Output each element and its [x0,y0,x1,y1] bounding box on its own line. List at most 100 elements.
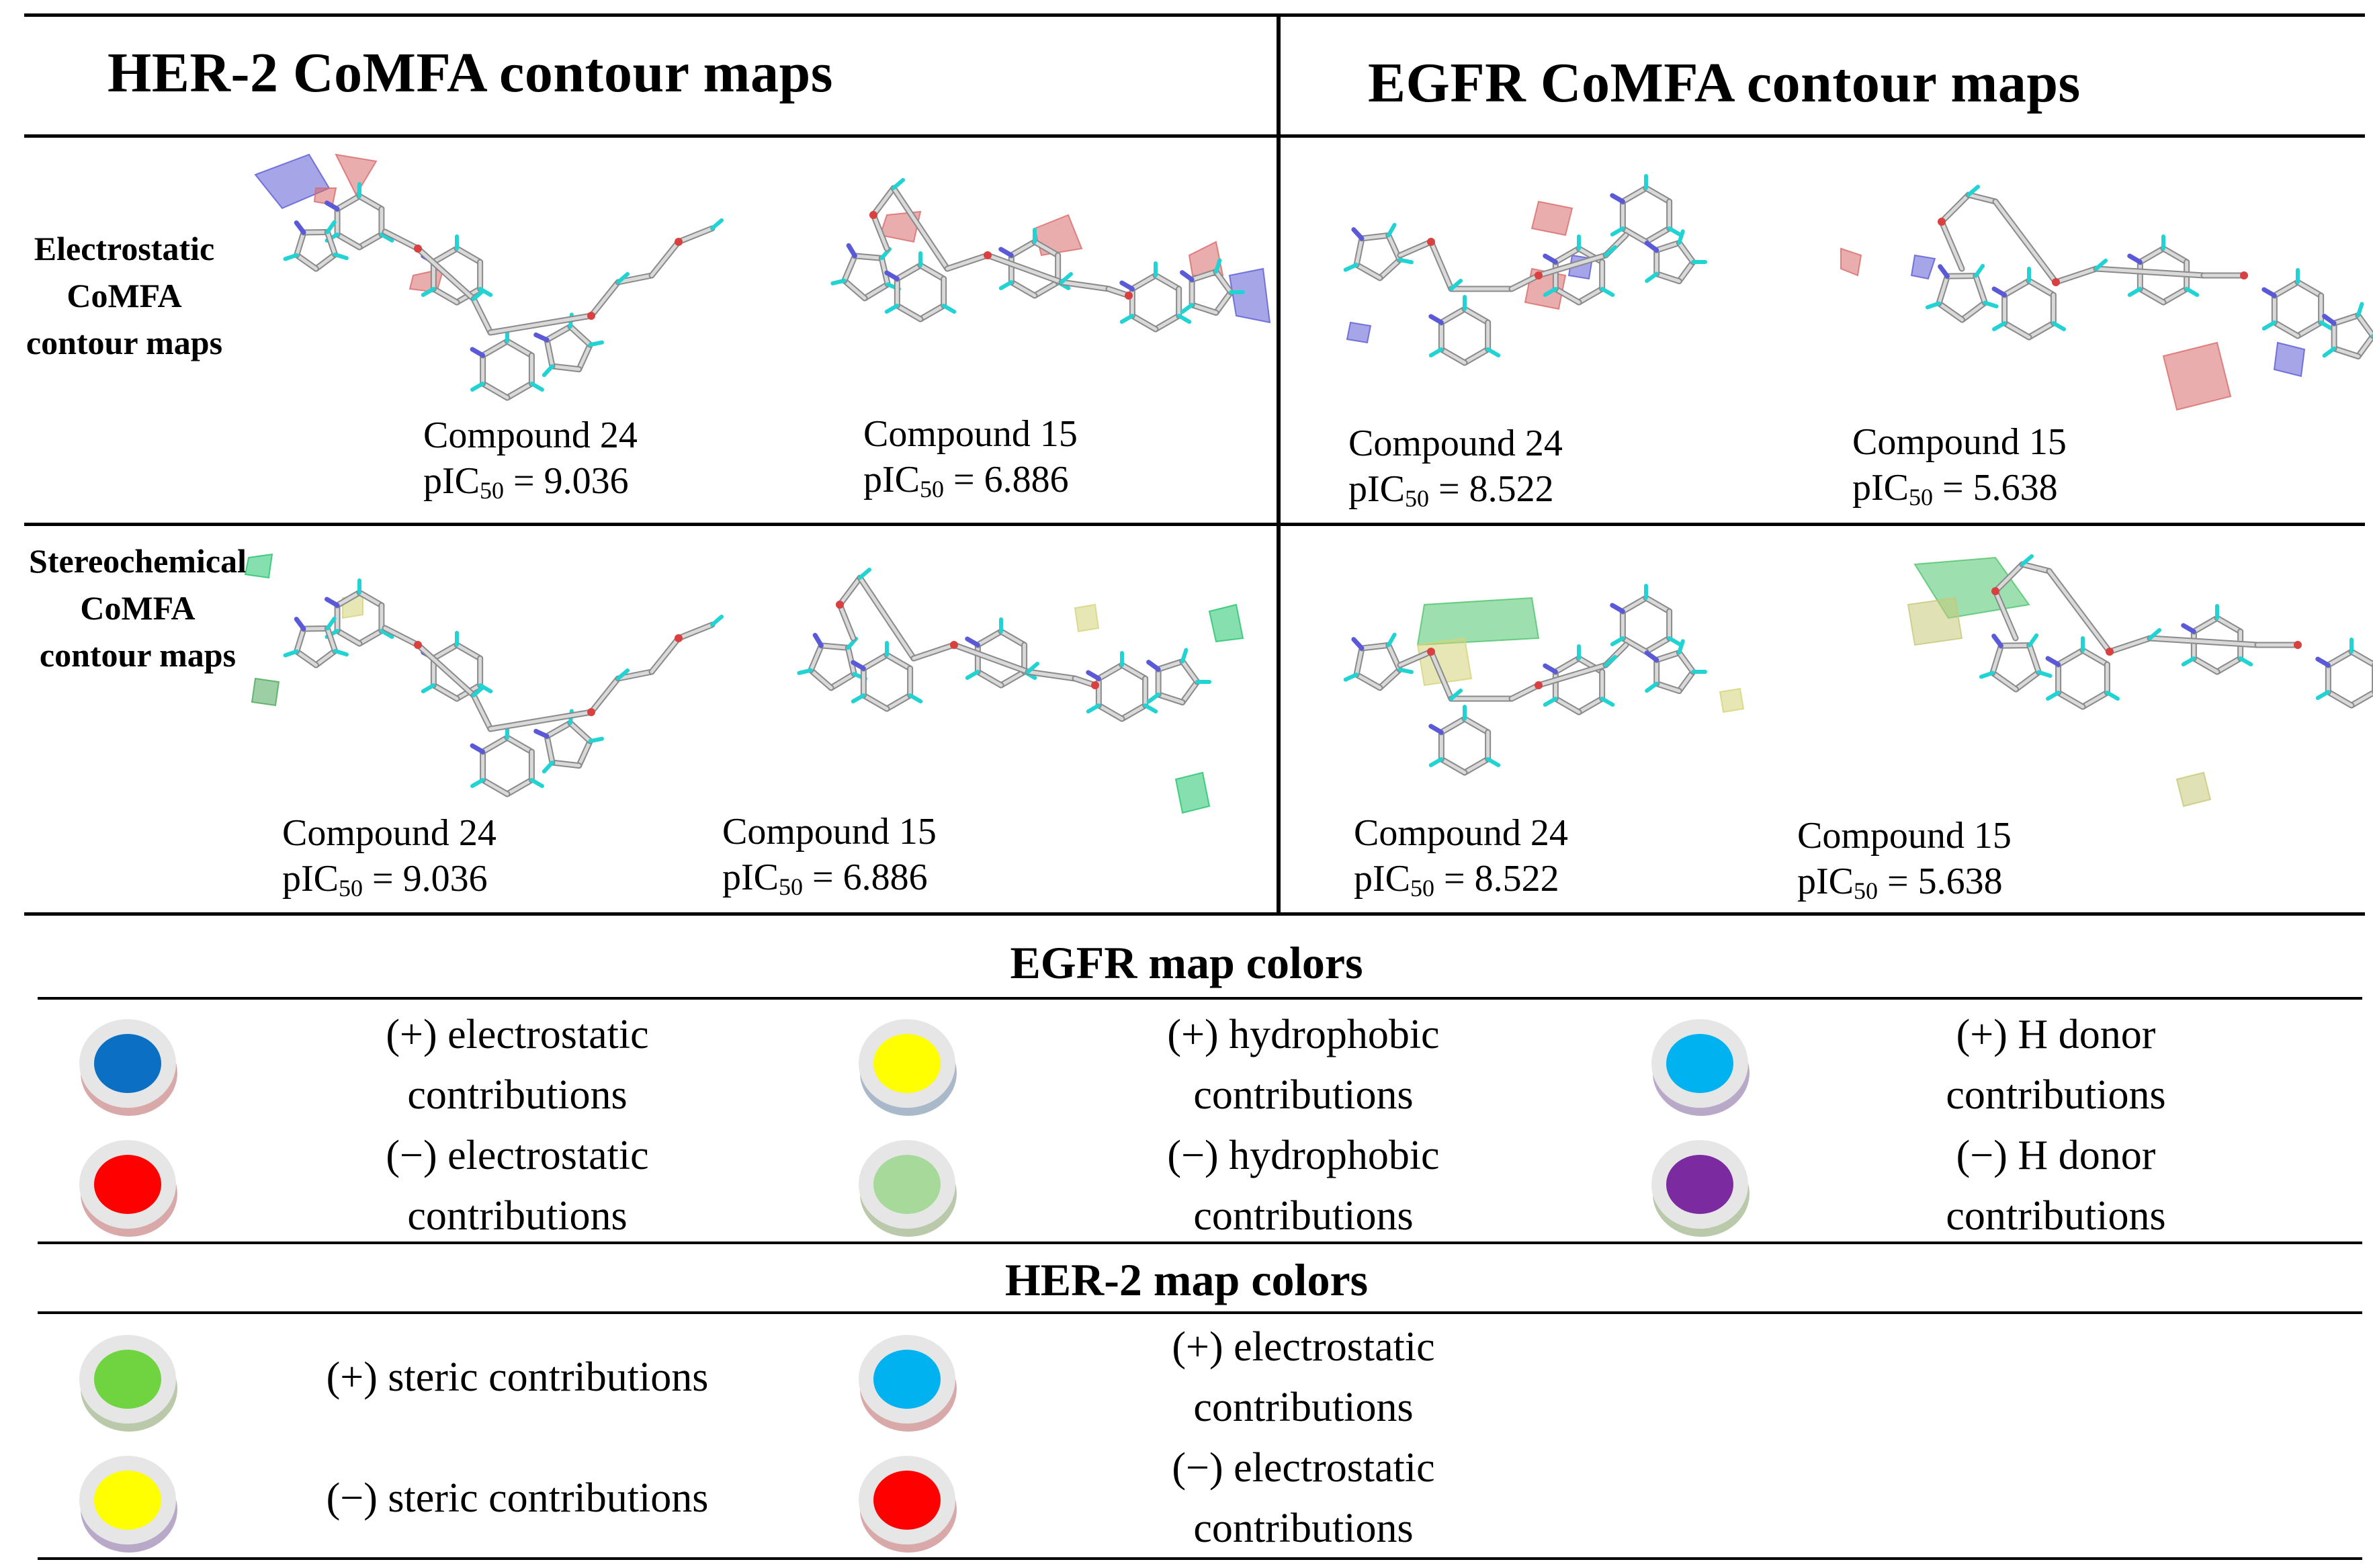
bond [858,576,916,660]
oxygen-atom [675,634,683,642]
bond [1940,220,1964,271]
bond [335,629,361,646]
bond [2192,616,2219,634]
contour-region [2175,771,2212,808]
bond [945,253,990,271]
pic50-value: 6.886 [984,459,1069,500]
bond [2349,691,2373,707]
hydrogen-bond [1026,662,1039,674]
hydrogen-bond [283,253,299,261]
hydrogen-bond [1180,648,1189,664]
bond [1130,314,1158,331]
swatch-disc [873,1034,941,1093]
bond [846,646,856,676]
contour-region [2162,341,2232,411]
bond [481,339,509,357]
bond [838,603,855,640]
bond [325,230,337,257]
panel-bottom-rule [24,912,2365,916]
molecule-her2-elec-c15 [830,178,1271,333]
swatch-disc [94,1471,161,1530]
hydrogen-bond [1146,692,1161,704]
caption-her2-elec-c24: Compound 24 pIC50 = 9.036 [423,412,638,513]
bond [829,672,856,690]
caption-egfr-ster-c15: Compound 15 pIC50 = 5.638 [1797,813,2012,914]
nitrogen-bond [294,617,306,631]
bond [1655,272,1681,284]
bond [1378,258,1401,280]
hydrogen-bond [2051,321,2066,331]
bond [2081,691,2109,709]
bond [2027,279,2055,297]
contour-region [1840,247,1862,277]
bond [1120,663,1148,681]
nitrogen-bond [2322,314,2337,326]
hydrogen-bond [1610,226,1625,236]
hydrogen-bond [1543,287,1558,297]
bond [1354,236,1364,267]
compound-name: Compound 24 [282,812,497,854]
hydrogen-bond [1645,271,1659,284]
bond [1120,703,1148,721]
hydrogen-bond [1925,301,1941,310]
bond [1190,270,1218,281]
hydrogen-bond [1176,314,1192,324]
bond [1033,280,1060,298]
bond [986,253,1064,284]
compound-name: Compound 24 [1348,423,1563,464]
caption-her2-ster-c15: Compound 15 pIC50 = 6.886 [722,809,937,910]
bond [976,670,1003,687]
bond [2054,267,2098,284]
swatch-disc [873,1471,941,1530]
nitrogen-bond [1991,634,2003,648]
nitrogen-bond [998,247,1014,258]
nitrogen-bond [1938,264,1950,279]
oxygen-atom [675,238,683,246]
bond [1993,589,2018,640]
bond [545,721,572,738]
bond [505,778,533,796]
bond [1621,596,1648,613]
bond [1096,703,1124,721]
bond [2138,247,2165,264]
hydrogen-bond [1449,279,1463,291]
nitrogen-bond [325,200,340,212]
nitrogen-bond [1543,253,1558,265]
hydrogen-bond [2238,656,2253,666]
bond [1510,273,1541,291]
hydrogen-bond [2036,670,2053,678]
swatch-disc [1666,1034,1733,1093]
hydrogen-bond [588,736,604,744]
bond [455,247,482,264]
bond [1510,683,1541,701]
oxygen-atom [1938,218,1946,226]
hydrogen-bond [2027,633,2039,648]
bond [488,710,593,731]
contour-region [1346,321,1372,344]
bond [2272,320,2300,338]
contour-region [1074,603,1100,633]
hydrogen-bond [1604,655,1617,667]
table-bottom-rule [38,1557,2362,1560]
nitrogen-bond [1351,227,1365,241]
bond [1537,253,1608,277]
hydrogen-bond [616,272,630,284]
bond [383,230,420,251]
hydrogen-bond [892,178,905,190]
bond [545,324,572,342]
nitrogen-bond [812,632,824,648]
molecule-egfr-elec-c15 [1840,185,2373,411]
bond [895,304,922,321]
bond [1214,290,1233,314]
bond [1937,274,1949,306]
bond [863,282,890,300]
compound-name: Compound 24 [1354,812,1568,854]
molecule-egfr-ster-c15 [1907,554,2373,808]
nitrogen-bond [533,332,550,343]
bond [1378,668,1401,690]
pic50-value-line: pIC50 = 6.886 [863,459,1069,503]
bond [1429,650,1453,701]
pic50-value-line: pIC50 = 6.886 [722,857,928,900]
bond [545,338,554,368]
nitrogen-bond [2127,253,2143,265]
